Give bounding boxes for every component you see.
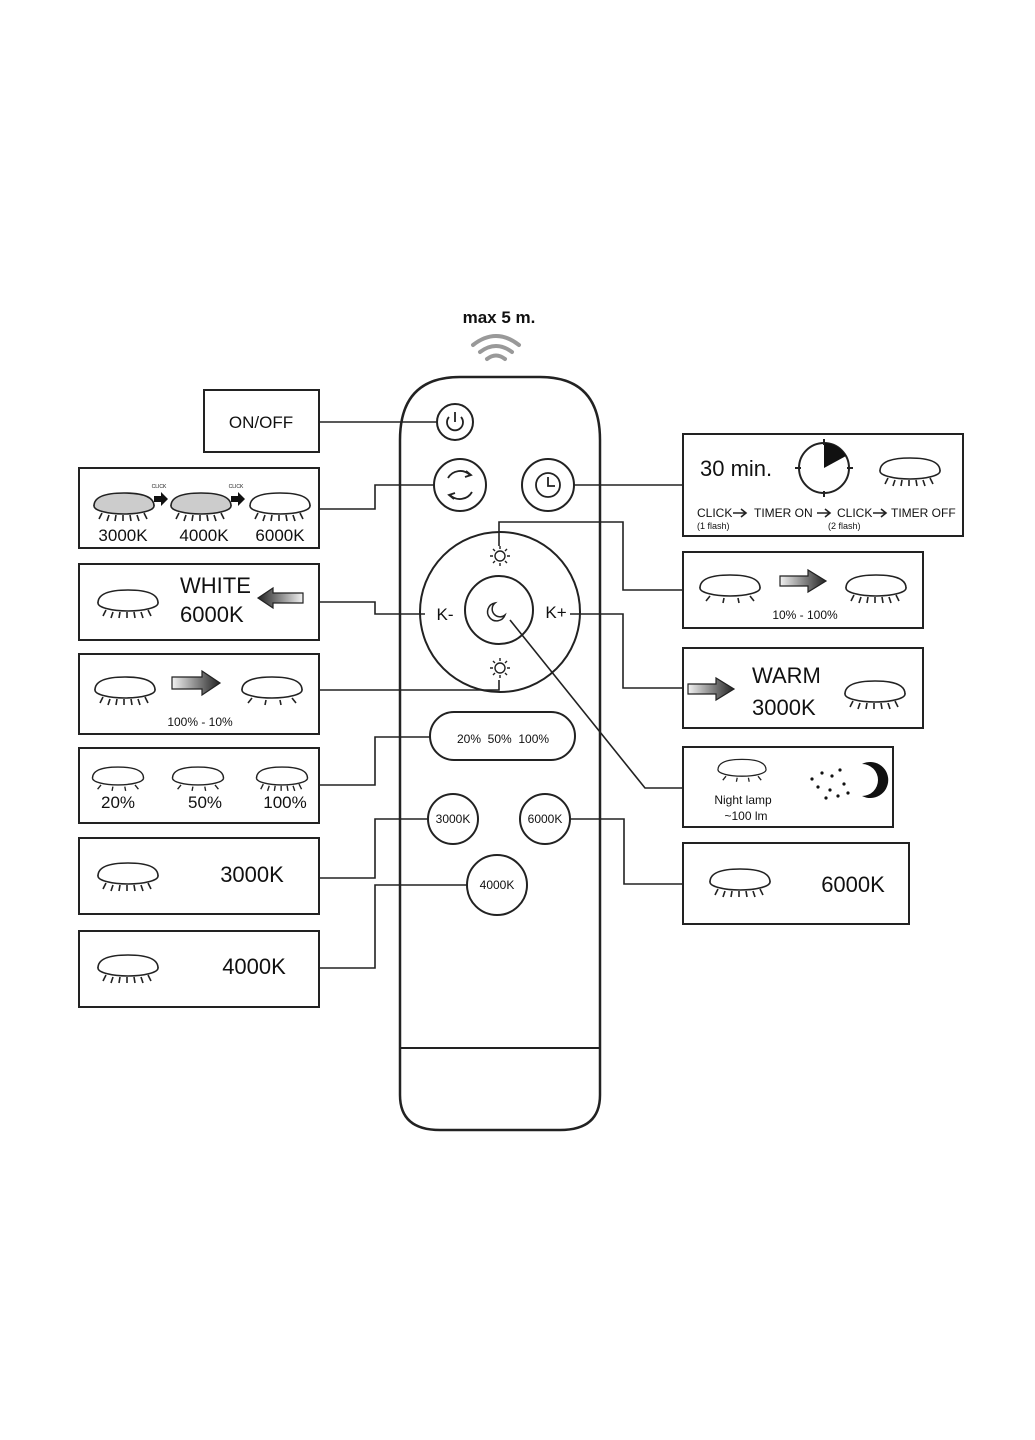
arrow-icon [154,492,168,506]
white-line2: 6000K [180,602,244,627]
3000k-panel: 3000K [78,837,320,915]
moon-icon [486,601,507,622]
6000k-button[interactable]: 6000K [519,793,571,845]
6000k-button-label: 6000K [528,812,563,826]
warm-line1: WARM [752,663,821,688]
power-icon [446,412,464,432]
cycle-panel: CLICK CLICK 3000K 4000K 6000K [78,467,320,549]
power-button[interactable] [436,403,474,441]
night-panel: Night lamp ~100 lm [682,746,894,828]
brighten-panel: 10% - 100% [682,551,924,629]
arrow-icon [779,568,828,594]
arrow-icon [817,508,832,518]
k-minus-button[interactable]: K- [437,605,454,624]
onoff-panel: ON/OFF [203,389,320,453]
arrow-icon [687,676,736,702]
wireless-signal-icon [471,334,521,361]
timer-off: TIMER OFF [891,506,956,520]
timer-button[interactable] [521,458,575,512]
warm-line2: 3000K [752,695,816,720]
4000k-panel: 4000K [78,930,320,1008]
clock-icon [795,439,853,497]
white-line1: WHITE [180,573,251,598]
white-panel: WHITE 6000K [78,563,320,641]
6000k-panel-label: 6000K [821,872,885,897]
warm-panel: WARM 3000K [682,647,924,729]
timer-click-1: CLICK [697,506,732,520]
timer-flash-2: (2 flash) [828,521,861,531]
6000k-panel: 6000K [682,842,910,925]
arrow-icon [256,586,304,610]
night-line2: ~100 lm [724,809,767,823]
night-line1: Night lamp [714,793,772,807]
3000k-panel-label: 3000K [220,862,284,887]
k-plus-button[interactable]: K+ [545,603,566,622]
cycle-icon [447,470,473,500]
4000k-button[interactable]: 4000K [466,854,528,916]
click-label: CLICK [152,484,167,490]
cycle-temp-3: 6000K [255,526,305,545]
arrow-icon [171,669,222,697]
timer-minutes: 30 min. [700,456,772,481]
range-label: max 5 m. [463,308,536,327]
cycle-temp-1: 3000K [98,526,148,545]
4000k-panel-label: 4000K [222,954,286,979]
percent-100: 100% [263,793,306,812]
percent-50: 50% [188,793,222,812]
3000k-button-label: 3000K [436,812,471,826]
cycle-temp-2: 4000K [179,526,229,545]
timer-panel: 30 min. CLICK TIMER ON CLICK TIMER OFF (… [682,433,964,537]
arrow-icon [231,492,245,506]
percent-20: 20% [101,793,135,812]
stars-icon [810,768,850,800]
brighten-range: 10% - 100% [772,608,838,622]
timer-on: TIMER ON [754,506,813,520]
brightness-preset-label: 20% 50% 100% [457,732,549,746]
timer-flash-1: (1 flash) [697,521,730,531]
brightness-preset-button[interactable]: 20% 50% 100% [429,711,576,761]
connector-lines [319,421,683,969]
3000k-button[interactable]: 3000K [427,793,479,845]
clock-icon [535,472,561,498]
dim-range: 100% - 10% [167,715,233,729]
cycle-button[interactable] [433,458,487,512]
click-label: CLICK [229,484,244,490]
4000k-button-label: 4000K [480,878,515,892]
timer-click-2: CLICK [837,506,872,520]
percent-panel: 20% 50% 100% [78,747,320,824]
onoff-label: ON/OFF [229,413,293,432]
moon-icon [862,762,889,798]
night-mode-button[interactable] [464,575,534,645]
arrow-icon [873,508,888,518]
dim-panel: 100% - 10% [78,653,320,735]
arrow-icon [733,508,748,518]
